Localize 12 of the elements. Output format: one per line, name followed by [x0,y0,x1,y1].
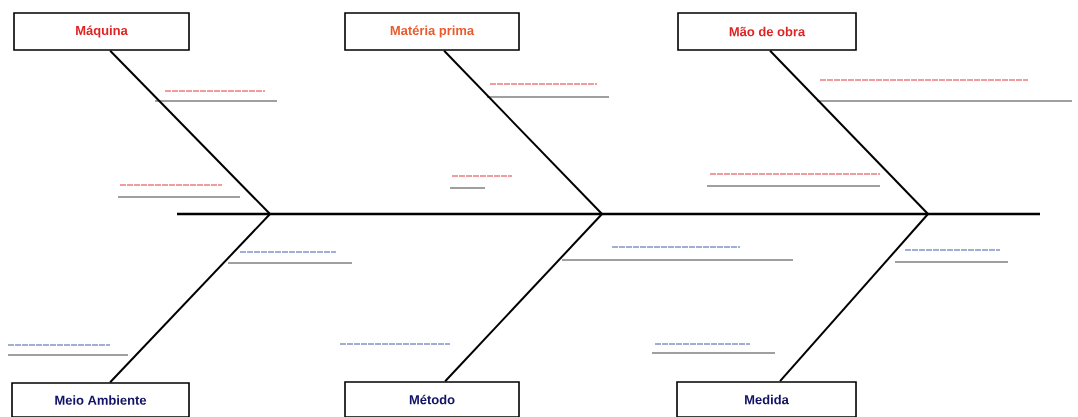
category-box: Medida [676,381,857,417]
bone-line [769,49,929,215]
bone-line [109,213,271,384]
category-box: Método [344,381,520,417]
bone-line [444,213,603,383]
category-box: Matéria prima [344,12,520,51]
bone-line [779,213,929,383]
category-box: Máquina [13,12,190,51]
category-box: Meio Ambiente [11,382,190,417]
bone-line [109,49,271,215]
category-box: Mão de obra [677,12,857,51]
bone-line [443,49,603,215]
